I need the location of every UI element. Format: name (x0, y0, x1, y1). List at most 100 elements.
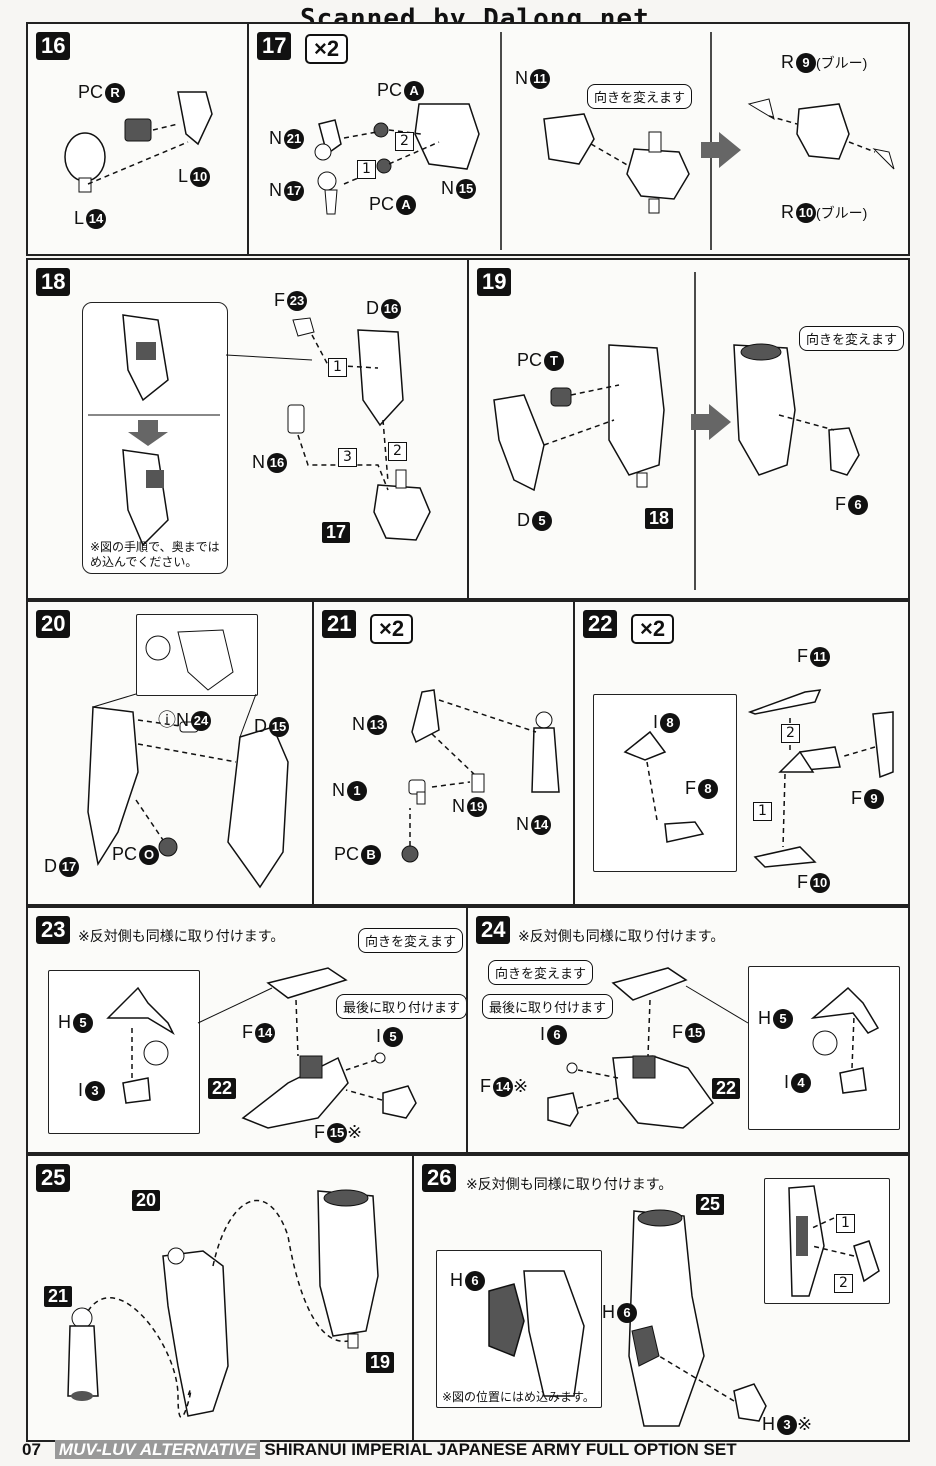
step-reference: 25 (696, 1194, 725, 1215)
next-arrow-icon (691, 404, 731, 440)
step-25-diagram (67, 1189, 379, 1418)
step-23-diagram (106, 967, 417, 1129)
step-number: 24 (476, 916, 511, 944)
order-number: 1 (328, 358, 347, 377)
instruction-note: ※反対側も同様に取り付けます。 (518, 929, 725, 945)
step-number: 25 (36, 1164, 71, 1192)
order-number: 1 (836, 1214, 855, 1233)
step-number: 22 (583, 610, 618, 638)
step-reference: 22 (208, 1078, 237, 1099)
step-number: 20 (36, 610, 71, 638)
step-21-diagram (401, 689, 560, 863)
step-16-diagram (64, 91, 213, 193)
order-number: 2 (388, 442, 407, 461)
step-number: 26 (422, 1164, 457, 1192)
turn-note: 向きを変えます (488, 960, 594, 985)
turn-note: 向きを変えます (587, 84, 693, 109)
step-18-diagram (88, 314, 431, 547)
step-reference: 21 (44, 1286, 73, 1307)
order-number: 1 (357, 160, 376, 179)
last-note: 最後に取り付けます (336, 994, 466, 1019)
quantity-badge: ×2 (305, 34, 349, 64)
instruction-note: ※反対側も同様に取り付けます。 (78, 929, 285, 945)
product-title: SHIRANUI IMPERIAL JAPANESE ARMY FULL OPT… (264, 1440, 737, 1459)
step-reference: 18 (645, 508, 674, 529)
next-arrow-icon (701, 132, 741, 168)
order-number: 2 (395, 132, 414, 151)
step-number: 21 (322, 610, 357, 638)
series-logo: MUV-LUV ALTERNATIVE (54, 1440, 261, 1459)
step-reference: 22 (712, 1078, 741, 1099)
order-number: 3 (338, 448, 357, 467)
order-number: 1 (753, 802, 772, 821)
step-22-diagram (623, 689, 894, 868)
step-number: 16 (36, 32, 71, 60)
turn-note: 向きを変えます (799, 326, 905, 351)
instruction-note: ※反対側も同様に取り付けます。 (466, 1177, 673, 1193)
step-19-diagram (493, 272, 860, 590)
order-number: 2 (834, 1274, 853, 1293)
step-26-diagram (488, 1185, 880, 1427)
step-reference: 17 (322, 522, 351, 543)
step-24-diagram (547, 967, 880, 1129)
step-number: 18 (36, 268, 71, 296)
detail-inset (48, 970, 200, 1134)
step-number: 23 (36, 916, 71, 944)
step-17-diagram (314, 32, 895, 250)
quantity-badge: ×2 (370, 614, 414, 644)
step-reference: 19 (366, 1352, 395, 1373)
order-number: 2 (781, 724, 800, 743)
instruction-note: ※図の位置にはめ込みます。 (442, 1390, 595, 1404)
step-reference: 20 (132, 1190, 161, 1211)
turn-note: 向きを変えます (358, 928, 464, 953)
last-note: 最後に取り付けます (482, 994, 614, 1019)
page-number: 07 (22, 1440, 41, 1459)
